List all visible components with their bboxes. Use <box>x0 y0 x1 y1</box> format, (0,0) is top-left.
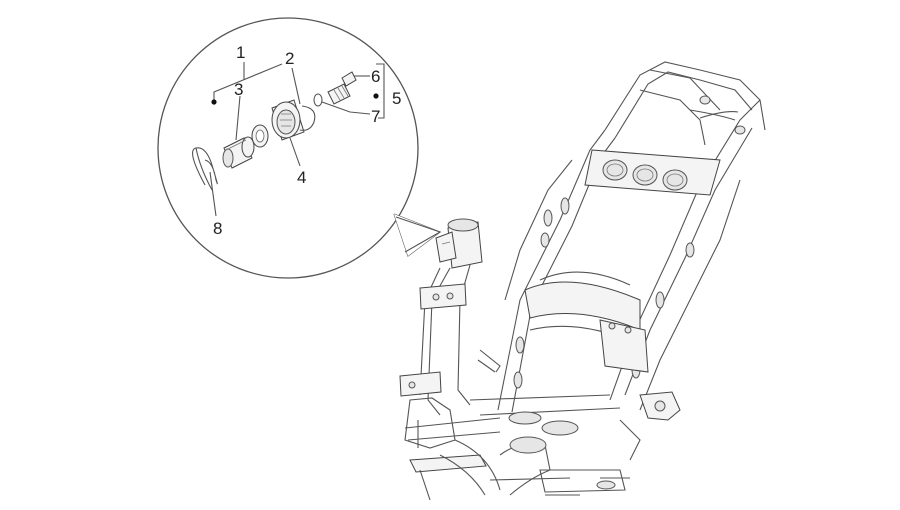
callout-2: 2 <box>285 49 294 68</box>
washer-ring <box>251 124 269 148</box>
frame-cross-member <box>584 149 721 196</box>
frame-down-tube <box>399 264 501 416</box>
frame-mid-cross-member <box>524 271 649 373</box>
callout-labels: 1 2 3 4 5 6 7 8 <box>213 43 401 238</box>
wire-clip <box>192 147 218 186</box>
callout-8: 8 <box>213 219 222 238</box>
callout-7: 7 <box>371 107 380 126</box>
o-ring <box>313 93 323 107</box>
frame-lower-cradle <box>404 394 630 501</box>
callout-1: 1 <box>236 43 245 62</box>
callout-4: 4 <box>297 168 306 187</box>
scooter-frame <box>399 61 766 501</box>
callout-3: 3 <box>234 80 243 99</box>
detail-magnifier-circle <box>157 17 419 279</box>
leader-lines <box>209 62 385 217</box>
lock-cylinder <box>222 136 255 169</box>
detail-callout <box>157 17 442 279</box>
frame-left-rail <box>497 129 616 413</box>
lock-housing <box>271 99 305 141</box>
frame-rear-loop <box>604 61 766 146</box>
circlip <box>299 105 316 131</box>
steering-head-tube <box>435 218 483 269</box>
steering-lock-parts <box>192 71 357 191</box>
callout-5: 5 <box>392 89 401 108</box>
lock-pin-spring <box>327 71 357 105</box>
callout-6: 6 <box>371 67 380 86</box>
